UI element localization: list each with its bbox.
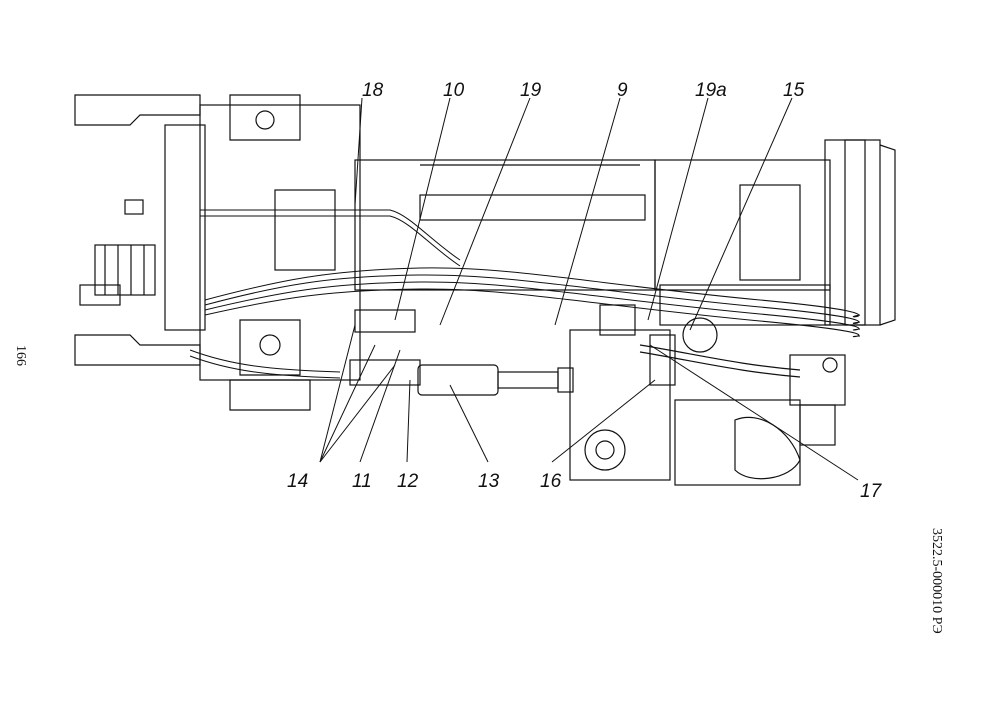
callout-16: 16 (540, 471, 562, 492)
callout-15: 15 (783, 80, 805, 101)
callout-14: 14 (287, 471, 308, 492)
callout-11: 11 (352, 471, 372, 492)
valve-block (79, 199, 156, 306)
callout-labels: 18 10 19 9 19a 15 14 11 12 13 16 17 (287, 80, 883, 502)
front-frame (74, 94, 361, 411)
document-code: 3522.5-000010 РЭ (929, 528, 944, 634)
callout-12: 12 (397, 471, 419, 492)
hydraulic-cylinder (349, 309, 574, 396)
callout-10: 10 (443, 80, 465, 101)
leader-lines (319, 97, 859, 481)
callout-19a: 19a (695, 80, 727, 101)
hose-bundle (189, 209, 861, 379)
callout-9: 9 (617, 80, 628, 101)
callout-19: 19 (520, 80, 542, 101)
callout-18: 18 (362, 80, 384, 101)
callout-13: 13 (478, 471, 500, 492)
page-number: 166 (13, 345, 28, 366)
chassis-body (274, 139, 896, 326)
pump-tank (569, 304, 801, 486)
callout-17: 17 (860, 481, 883, 502)
rear-valve (639, 344, 846, 446)
